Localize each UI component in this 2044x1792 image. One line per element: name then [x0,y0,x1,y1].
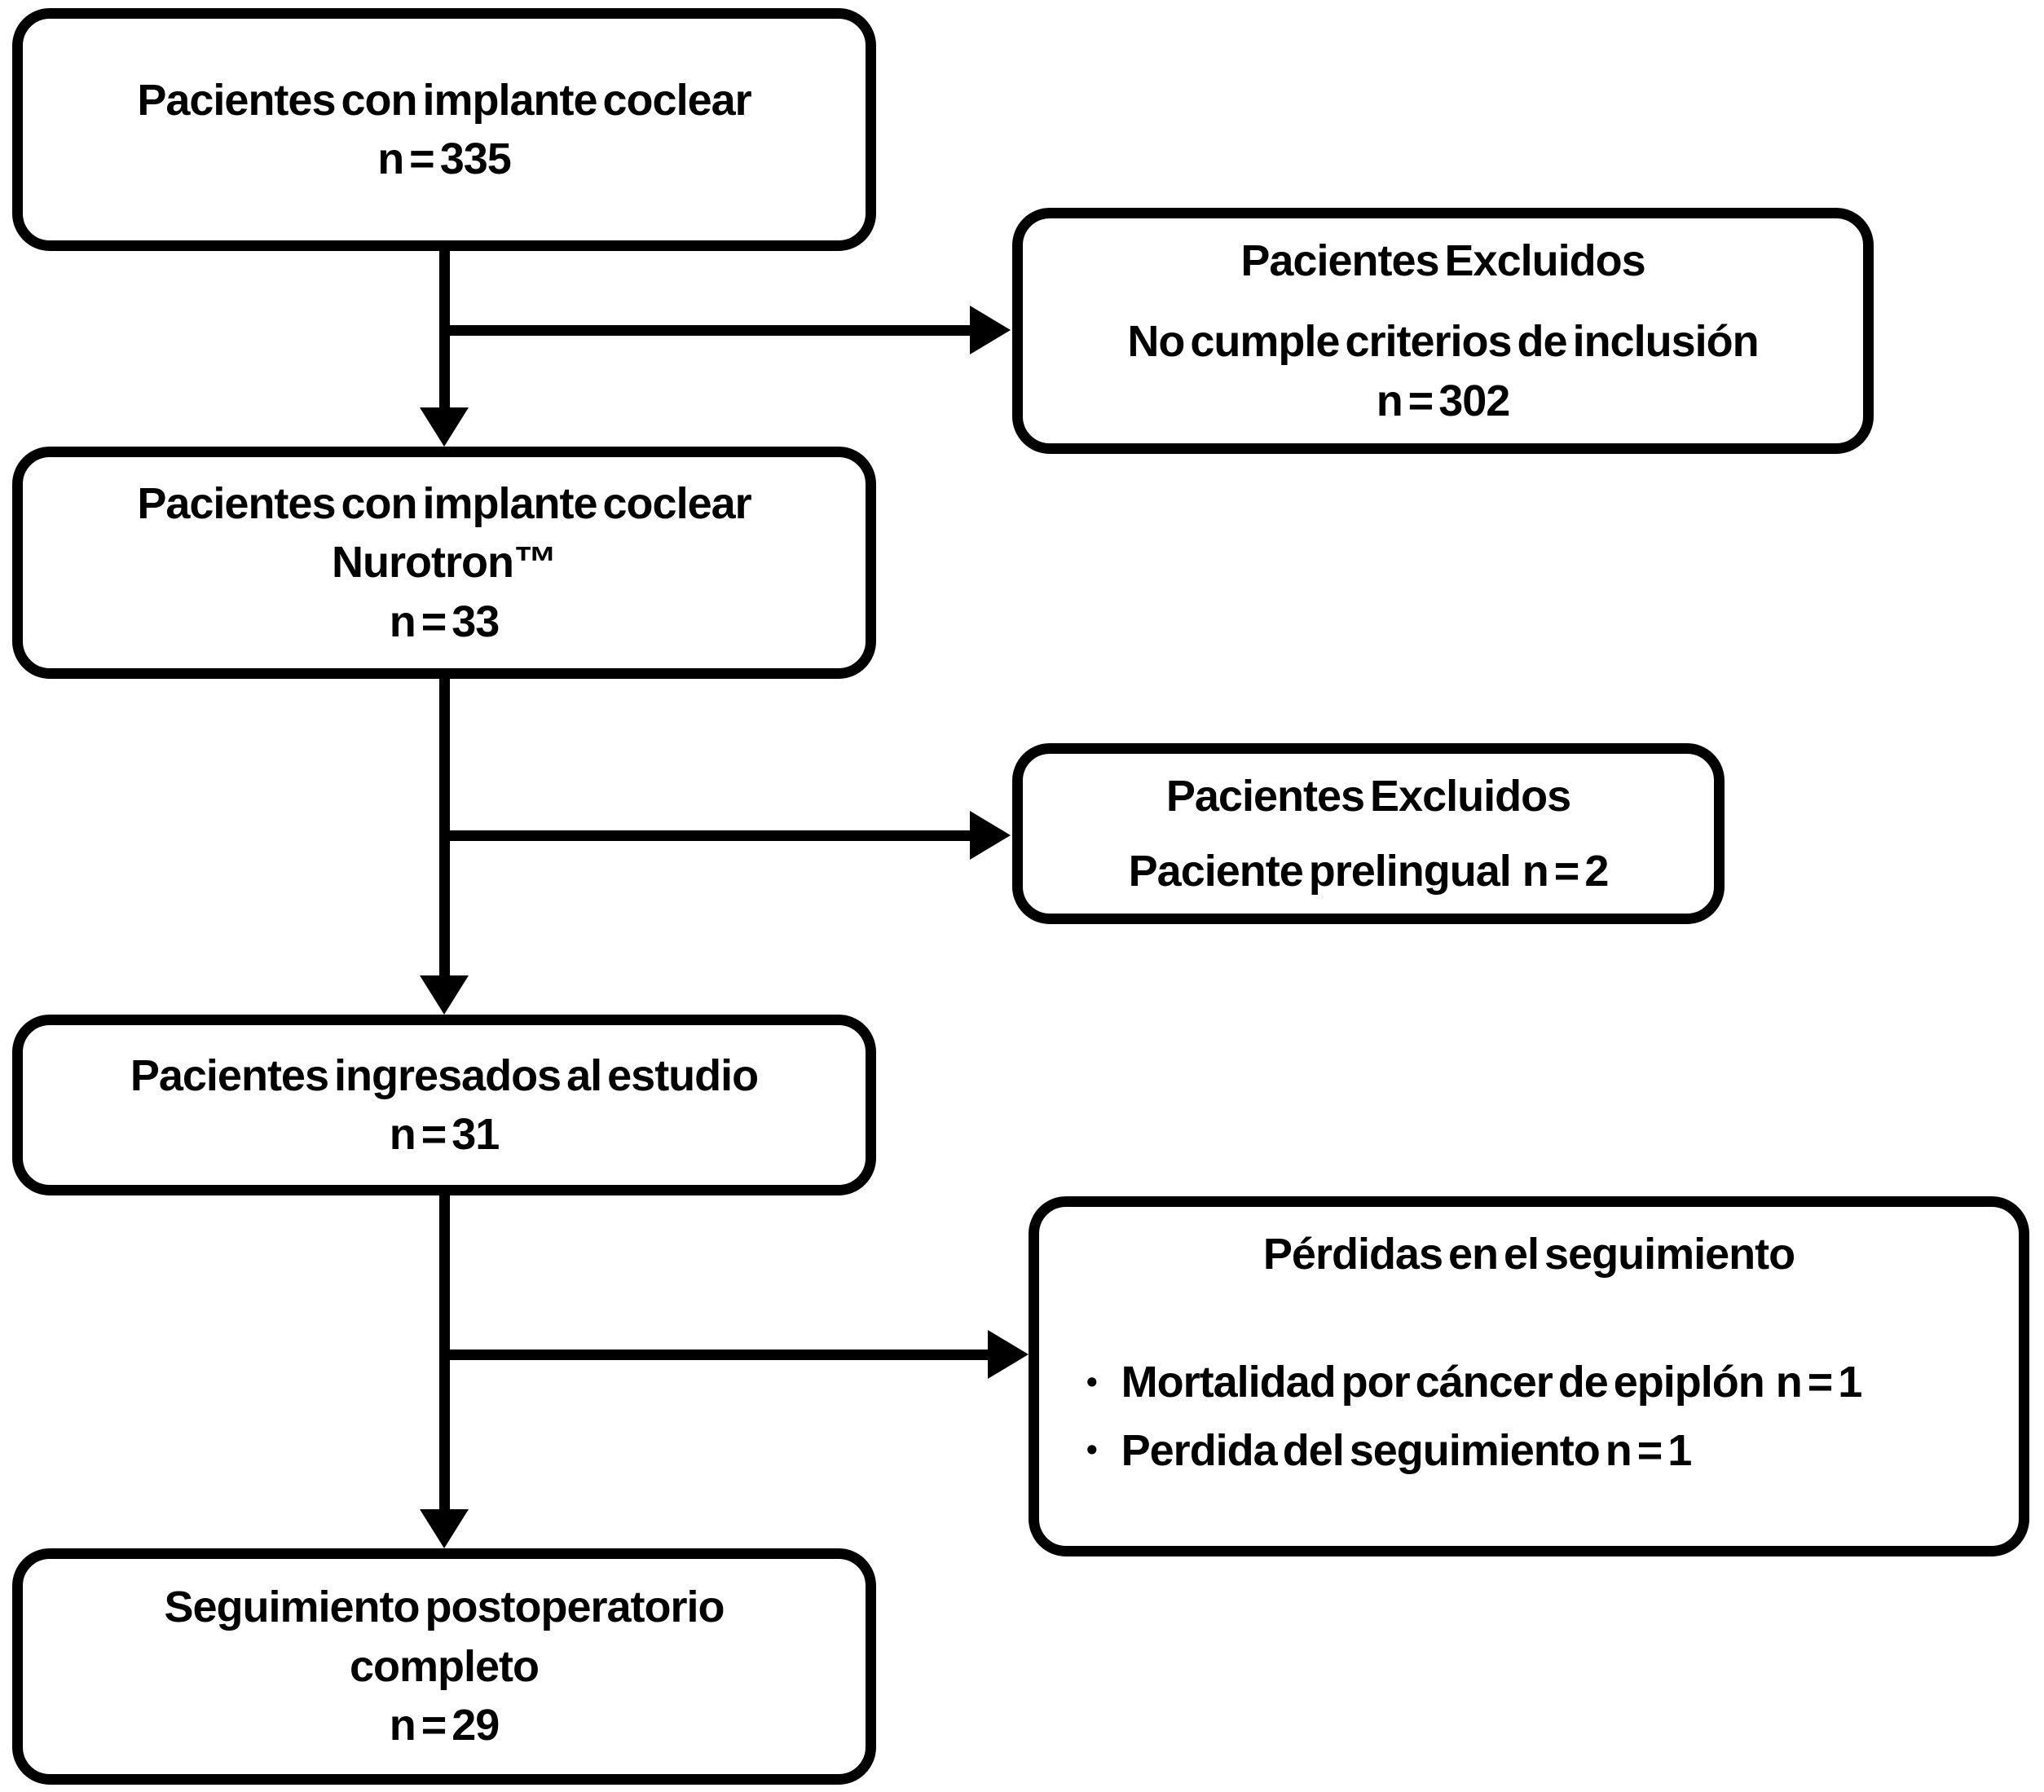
box-excluded-prelingual: Pacientes Excluidos Paciente prelingual … [1012,743,1725,924]
loss-reason: Mortalidad por cáncer de epiplón n = 1 [1121,1358,1863,1407]
n-count: n = 29 [389,1701,500,1750]
exclusion-reason: Paciente prelingual n = 2 [1128,846,1610,896]
n-count: n = 302 [1376,376,1511,425]
arrowhead-down-icon [420,1509,469,1548]
loss-reason: Perdida del seguimiento n = 1 [1121,1425,1693,1475]
n-count: n = 31 [389,1110,500,1159]
box-title-line: Pacientes Excluidos [1165,772,1571,821]
box-title-line: completo [349,1641,540,1691]
box-nurotron-patients: Pacientes con implante coclear Nurotron™… [12,447,876,679]
box-title-line: Pacientes ingresados al estudio [130,1050,759,1100]
arrowhead-right-icon [970,811,1011,860]
box-title-line: Pacientes Excluidos [1240,236,1645,285]
list-item: • Mortalidad por cáncer de epiplón n = 1 [1086,1355,2007,1411]
box-excluded-no-criteria: Pacientes Excluidos No cumple criterios … [1012,208,1874,454]
box-title-line: Seguimiento postoperatorio [164,1583,725,1632]
bullet-dot-icon: • [1086,1433,1098,1468]
box-title-line: Nurotron™ [332,538,557,588]
arrowhead-right-icon [988,1330,1029,1379]
box-enrolled-patients: Pacientes ingresados al estudio n = 31 [12,1015,876,1195]
box-title-line: Pacientes con implante coclear [137,75,751,125]
exclusion-reason: No cumple criterios de inclusión [1127,317,1759,367]
box-cochlear-implant-patients: Pacientes con implante coclear n = 335 [12,8,876,251]
connector-line-losses [439,1350,988,1360]
box-followup-losses: Pérdidas en el seguimiento • Mortalidad … [1029,1196,2029,1556]
n-count: n = 33 [389,597,500,646]
box-complete-followup: Seguimiento postoperatorio completo n = … [12,1548,876,1785]
list-item: • Perdida del seguimiento n = 1 [1086,1424,2007,1479]
connector-line-step2-step3 [439,676,450,979]
losses-list: • Mortalidad por cáncer de epiplón n = 1… [1039,1355,2019,1491]
n-count: n = 335 [377,134,512,183]
bullet-dot-icon: • [1086,1364,1098,1400]
arrowhead-down-icon [420,407,469,447]
box-title-line: Pérdidas en el seguimiento [1262,1230,1795,1279]
connector-line-exclusion1 [439,325,970,336]
arrowhead-down-icon [420,975,469,1015]
arrowhead-right-icon [970,306,1011,354]
connector-line-exclusion2 [439,830,970,841]
box-title-line: Pacientes con implante coclear [137,478,751,528]
